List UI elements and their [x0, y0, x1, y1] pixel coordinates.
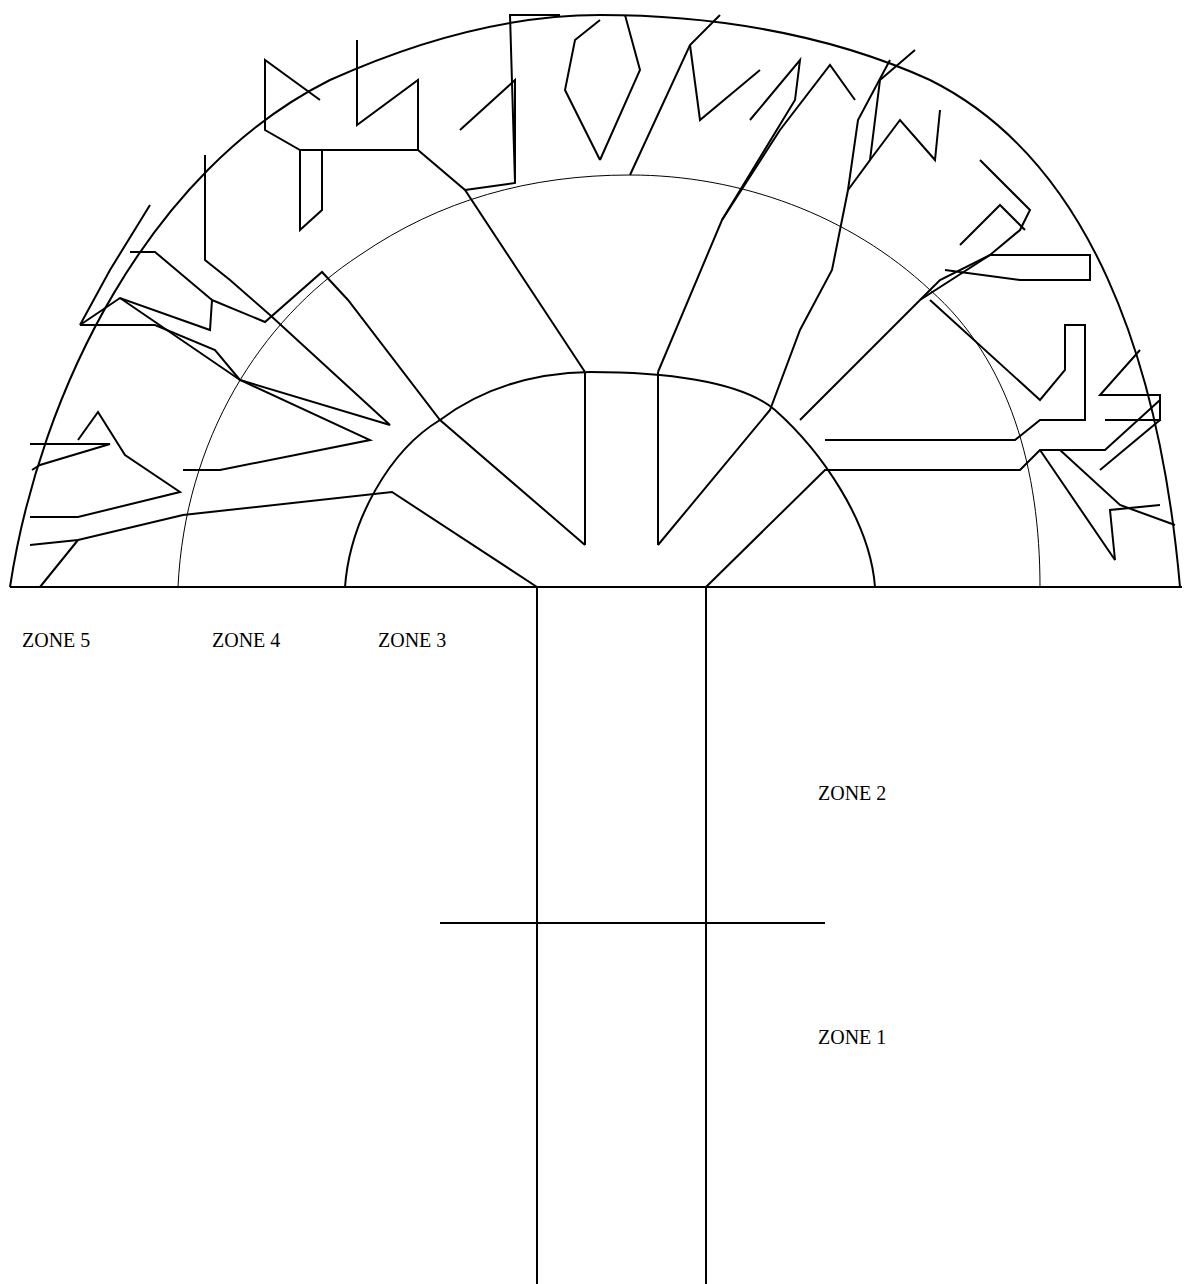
zone-divider [440, 922, 825, 924]
zone-label: ZONE 2 [818, 781, 886, 805]
branch-lines [30, 15, 1175, 587]
zone-label: ZONE 1 [818, 1025, 886, 1049]
outer-crown [10, 15, 1180, 587]
zone-arc [345, 372, 875, 587]
trunk-line [705, 587, 707, 1284]
zone-label: ZONE 5 [22, 628, 90, 652]
ground-line [10, 586, 1182, 588]
trunk-line [536, 587, 538, 1284]
zone-label: ZONE 3 [378, 628, 446, 652]
zone-arc [178, 175, 1040, 587]
zone-label: ZONE 4 [212, 628, 280, 652]
